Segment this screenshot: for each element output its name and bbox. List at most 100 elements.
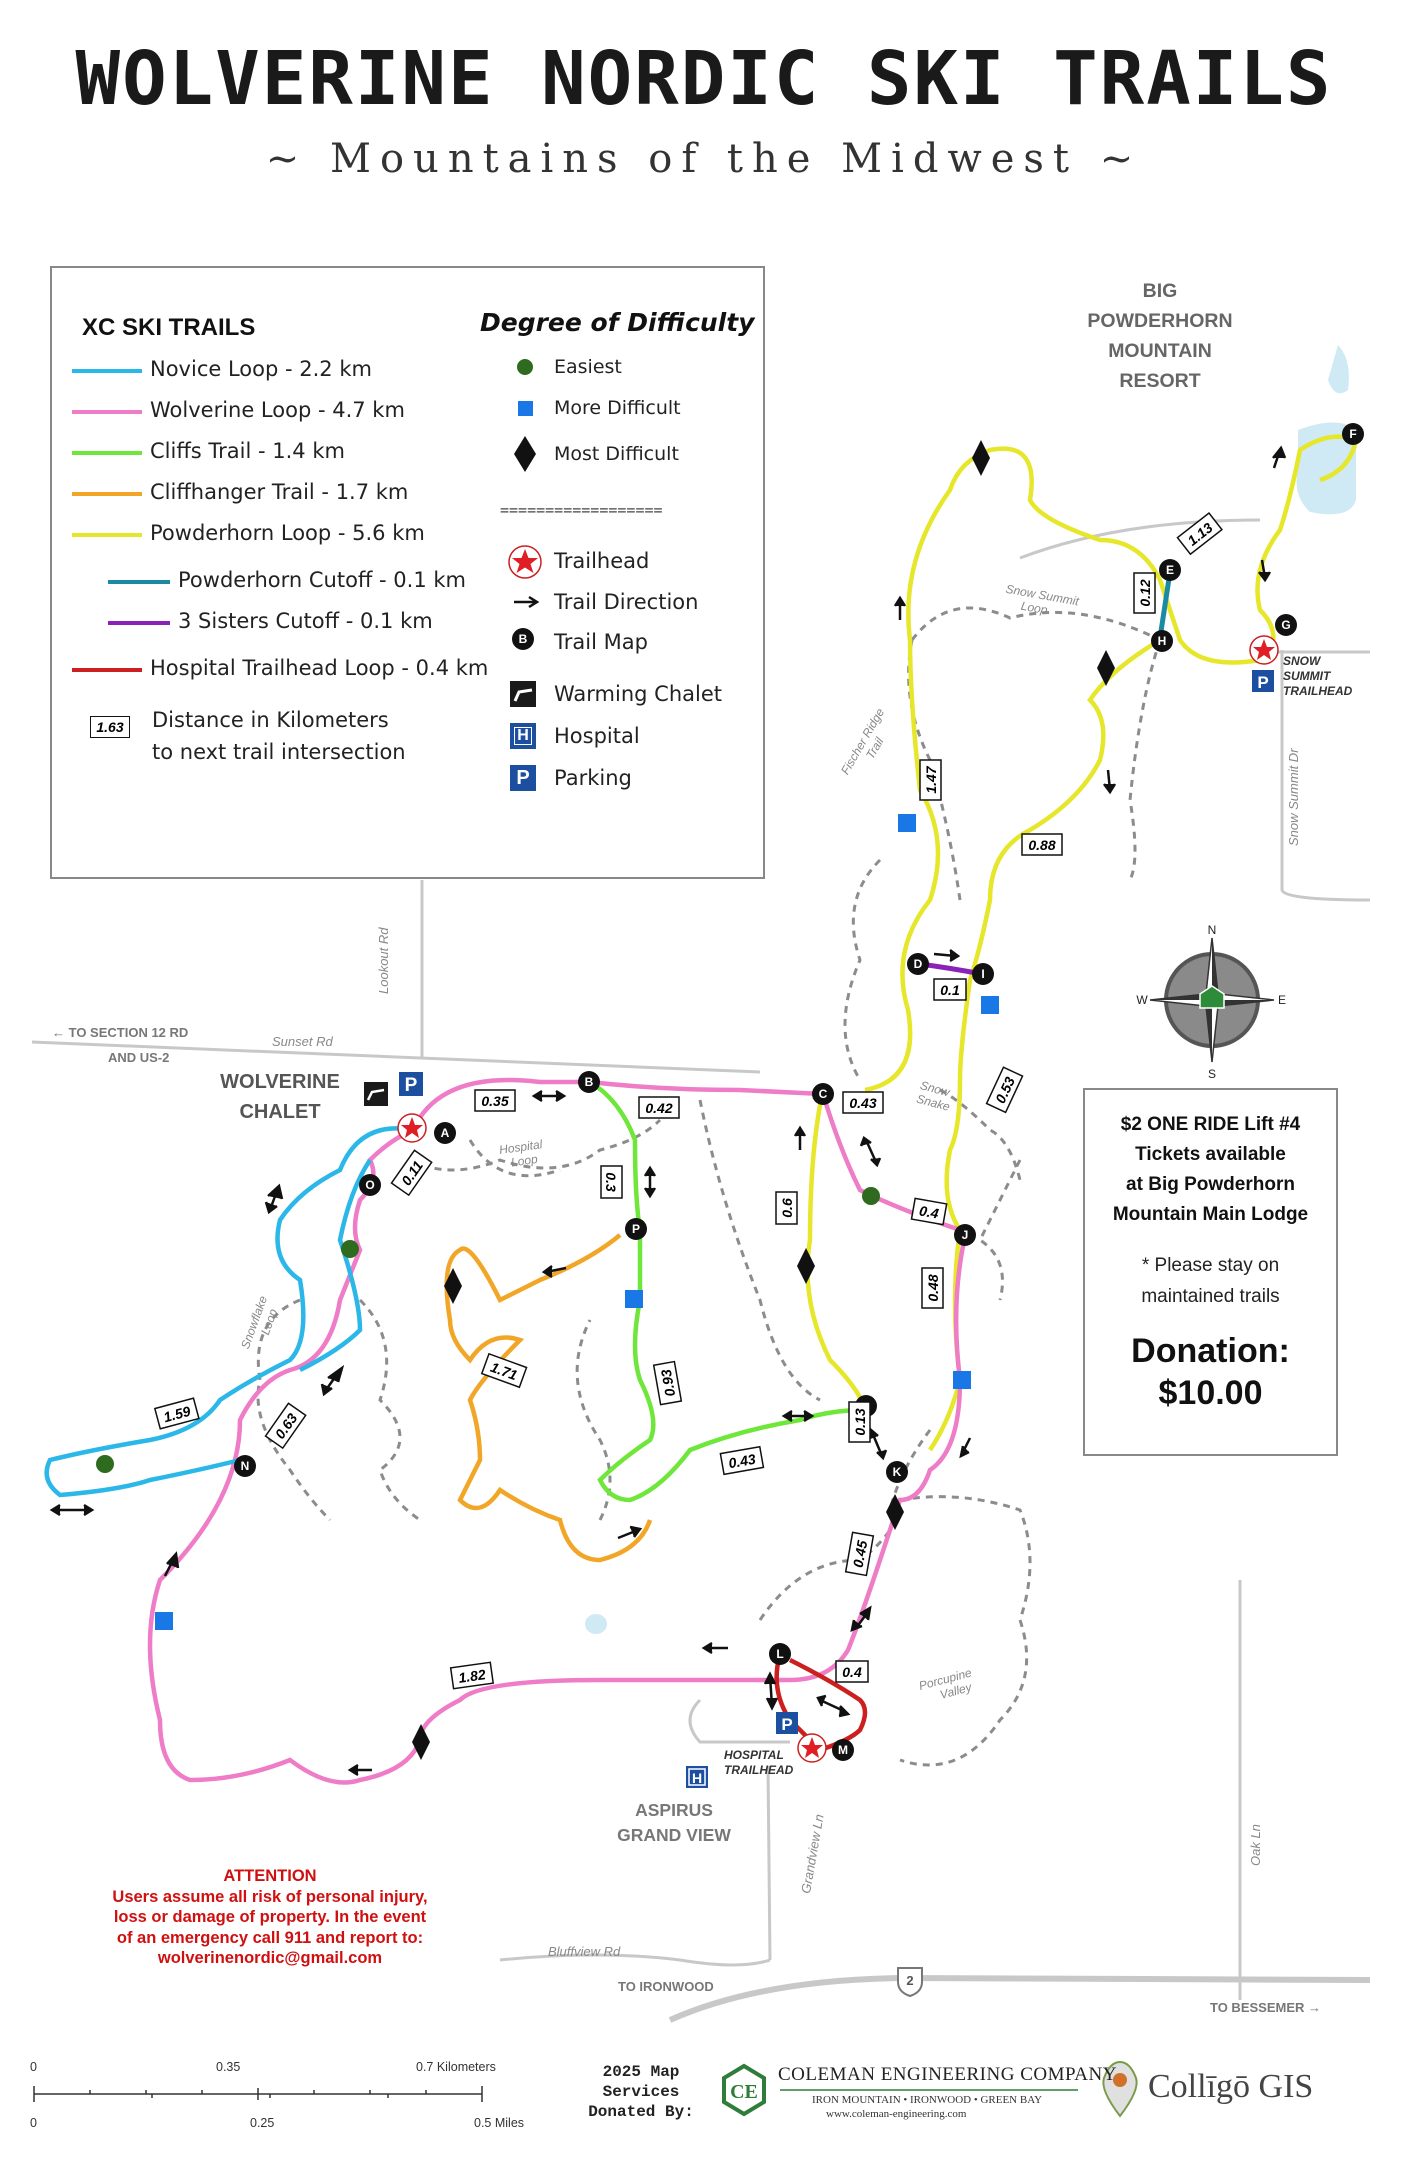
trail-map-marker-I: I [972,963,994,985]
legend-cliffs-label: Cliffs Trail - 1.4 km [150,439,345,463]
trail-map-marker-K: K [886,1461,908,1483]
svg-text:P: P [1257,673,1268,692]
svg-text:2: 2 [906,1973,913,1988]
legend-parking-label: Parking [554,766,632,790]
most-difficult-marker [1097,650,1115,686]
left-arrow-icon: ← [52,1025,69,1040]
direction-arrow-icon [531,1089,567,1103]
contact-email[interactable]: wolverinenordic@gmail.com [157,1949,383,1967]
trail-map-marker-A: A [434,1122,456,1144]
distance-label: 1.71 [480,1352,528,1389]
easiest-marker [341,1240,359,1258]
legend-more-difficult-label: More Difficult [554,397,681,419]
scale-mi-end: 0.5 Miles [474,2116,525,2130]
scale-km-mid: 0.35 [216,2060,241,2074]
novice-loop-inner [298,1158,372,1373]
svg-text:1.47: 1.47 [923,765,939,793]
trail-map-marker-B: B [578,1071,600,1093]
black-diamond-icon [514,436,536,472]
colligo-gis-logo: Collīgō GIS [1148,2068,1314,2105]
direction-arrow-icon [1272,445,1287,469]
legend-easiest-label: Easiest [554,356,622,378]
svg-text:0.4: 0.4 [842,1664,862,1680]
trailhead-star-icon [1253,639,1275,660]
distance-label: 1.47 [919,759,942,801]
legend-most-difficult-label: Most Difficult [554,443,679,465]
distance-label: 0.42 [638,1096,680,1119]
blue-square-icon [518,401,533,416]
distance-label: 1.13 [1176,511,1223,556]
direction-arrow-icon [617,1525,643,1540]
distance-label: 0.3 [600,1165,623,1199]
compass-rose: N S E W [1136,923,1286,1081]
svg-text:0.6: 0.6 [779,1198,795,1218]
parking-icon [776,1712,798,1734]
legend-direction-label: Trail Direction [554,590,699,614]
svg-text:H: H [1158,634,1167,648]
difficulty-markers [96,440,1115,1760]
hospital-loop-swatch [72,668,142,672]
intersection-markers: A B C D E F G H I J K L M N O P Q [234,423,1364,1761]
trail-map-marker-icon: B [512,628,534,650]
coleman-name: COLEMAN ENGINEERING COMPANY [778,2064,1117,2085]
map-subtitle: ~ Mountains of the Midwest ~ [265,136,1143,182]
svg-text:P: P [632,1222,640,1236]
bluffview-rd-label: Bluffview Rd [548,1944,621,1959]
resort-east-path [1128,639,1162,881]
resort-road [1019,518,1261,560]
unmaintained-trails [256,606,1162,1767]
trailheads [397,635,1279,1763]
trail-map-marker-D: D [907,953,929,975]
coleman-cities: IRON MOUNTAIN • IRONWOOD • GREEN BAY [812,2094,1043,2106]
svg-text:N: N [241,1459,250,1473]
legend-distance-line1: Distance in Kilometers [152,708,389,732]
svg-text:0.43: 0.43 [727,1451,757,1472]
powderhorn-cutoff [1157,571,1173,639]
direction-arrow-icon [859,1136,882,1168]
parking-icon [1252,670,1274,692]
compass-e: E [1278,993,1286,1007]
legend-sisters-cutoff-label: 3 Sisters Cutoff - 0.1 km [178,609,433,633]
roads [31,518,1371,2023]
direction-arrow-icon [959,1437,972,1459]
trail-map-marker-O: O [359,1174,381,1196]
legend-hospital-label: Hospital [554,724,640,748]
legend-distance-line2: to next trail intersection [152,740,406,764]
direction-arrow-icon [933,949,961,963]
more-difficult-marker [981,996,999,1014]
trail-map-marker-J: J [954,1224,976,1246]
svg-text:C: C [819,1087,828,1101]
compass-s: S [1208,1067,1216,1081]
svg-text:0.48: 0.48 [925,1274,941,1301]
west-loop-path [358,1298,421,1522]
more-difficult-marker [625,1290,643,1308]
more-difficult-marker [898,814,916,832]
direction-arrow-icon [163,1551,180,1577]
svg-text:0.4: 0.4 [918,1202,940,1221]
oak-ln-label: Oak Ln [1248,1824,1263,1866]
direction-arrow-icon [781,1409,815,1423]
trail-map-marker-M: M [832,1739,854,1761]
trailhead-star-icon [401,1117,423,1138]
direction-arrow-icon [816,1694,851,1718]
coleman-url[interactable]: www.coleman-engineering.com [826,2108,967,2120]
svg-text:0.1: 0.1 [940,982,960,998]
hospital-icon: H [510,723,536,749]
svg-text:0.42: 0.42 [645,1100,672,1116]
right-arrow-icon: → [1304,2000,1322,2015]
attention-heading: ATTENTION [223,1867,317,1885]
to-bessemer-label: TO BESSEMER → [1210,2000,1322,2015]
sisters-cutoff-swatch [108,621,170,625]
svg-text:0.3: 0.3 [603,1172,619,1192]
trail-map-marker-F: F [1342,423,1364,445]
cliffs-trail-swatch [72,451,142,455]
pond-stream [1328,345,1349,394]
easiest-marker [862,1187,880,1205]
more-difficult-marker [953,1371,971,1389]
snow-summit-loop-path [910,606,1161,642]
svg-text:H: H [692,1770,702,1786]
warming-chalet-icon [364,1082,388,1106]
